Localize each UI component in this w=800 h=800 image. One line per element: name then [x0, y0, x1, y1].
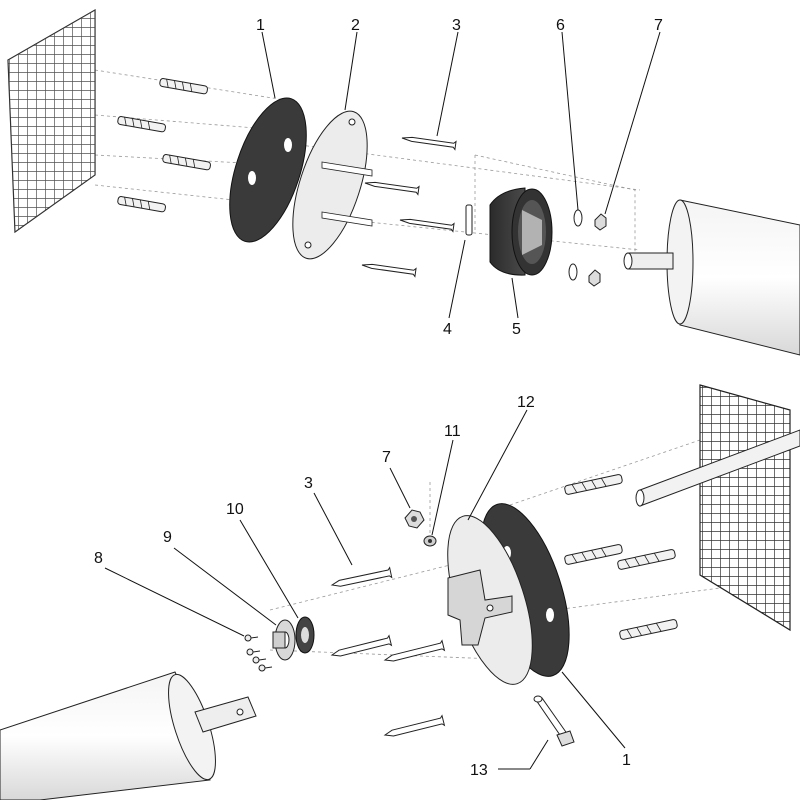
top-assembly: 1 2 3 4 5 6 7 [7, 8, 800, 356]
part-12-mounting-plate [447, 515, 533, 685]
part-1-rubber-disc [229, 97, 307, 243]
callout-1: 1 [256, 17, 265, 34]
callout-12: 12 [517, 394, 535, 411]
wall-tile-grid-bottom [699, 384, 791, 632]
motor-tube-bottom [0, 671, 257, 800]
part-10-ring [295, 616, 315, 654]
bottom-projection-lines [269, 439, 781, 661]
callout-8: 8 [94, 550, 103, 567]
wall-plugs-bottom [564, 474, 678, 640]
callout-3: 3 [452, 17, 461, 34]
bottom-assembly: 12 11 7 3 10 9 8 13 1 [0, 384, 800, 800]
callout-4: 4 [443, 321, 452, 338]
callout-1-bottom: 1 [622, 752, 631, 769]
part-7-nuts-top [588, 213, 607, 287]
callout-7-bottom: 7 [382, 449, 391, 466]
top-leader-lines [261, 31, 661, 319]
part-5-coupling [489, 187, 553, 276]
motor-tube-top [623, 199, 800, 356]
part-4-pin [465, 204, 473, 236]
callout-7: 7 [654, 17, 663, 34]
callout-2: 2 [351, 17, 360, 34]
callout-11: 11 [444, 423, 461, 440]
part-11-washer [423, 535, 437, 547]
callout-13: 13 [470, 762, 488, 779]
wall-tile-grid [7, 8, 96, 234]
callout-5: 5 [512, 321, 521, 338]
part-8-screws [244, 634, 273, 672]
part-13-bolt [533, 695, 575, 747]
callout-10: 10 [226, 501, 244, 518]
axle-rod [635, 429, 800, 507]
bottom-leader-lines [104, 409, 626, 770]
callout-9: 9 [163, 529, 172, 546]
callout-6: 6 [556, 17, 565, 34]
part-3-nails-top [361, 136, 457, 278]
part-2-mounting-plate [292, 110, 373, 260]
wall-plugs [117, 78, 211, 213]
part-3-nails-bottom [330, 566, 446, 737]
bottom-callouts: 12 11 7 3 10 9 8 13 1 [94, 394, 631, 779]
top-callouts: 1 2 3 4 5 6 7 [256, 17, 663, 338]
part-7-nut-bottom [404, 509, 425, 529]
part-9-flange [272, 619, 296, 661]
callout-3-bottom: 3 [304, 475, 313, 492]
part-6-washers [568, 209, 583, 281]
